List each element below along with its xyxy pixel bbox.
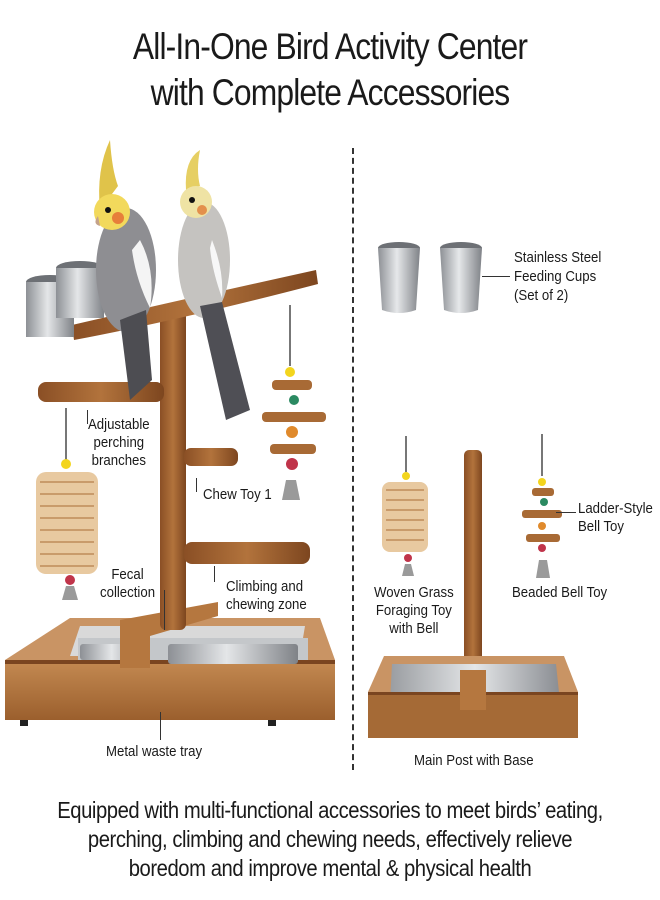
bird-activity-center-illustration	[5, 140, 335, 726]
climbing-branch	[184, 542, 310, 564]
main-post-with-base-illustration	[368, 434, 578, 738]
footer-description: Equipped with multi-functional accessori…	[57, 797, 603, 881]
base-tray	[5, 618, 335, 726]
label-beaded-bell-toy: Beaded Bell Toy	[512, 584, 608, 601]
cockatiel-bird-left	[94, 140, 156, 400]
label-metal-waste-tray: Metal waste tray	[106, 743, 203, 760]
leader-climbing	[214, 566, 215, 582]
section-divider	[352, 148, 355, 770]
leader-cups	[482, 276, 510, 277]
title-line-1: All-In-One Bird Activity Center	[132, 26, 528, 67]
leader-metal-tray	[160, 712, 161, 740]
cockatiel-bird-right	[178, 150, 250, 420]
label-main-post-base: Main Post with Base	[414, 752, 534, 769]
leader-adjustable	[87, 410, 88, 424]
label-adjustable-perching: Adjustable perching branches	[88, 416, 150, 469]
page-title: All-In-One Bird Activity Center with Com…	[46, 24, 614, 116]
chew-toy-branch	[184, 448, 238, 466]
leader-chew-toy	[196, 478, 197, 492]
ladder-style-bell-toy	[522, 434, 562, 578]
label-woven-grass-toy: Woven Grass Foraging Toy with Bell	[374, 584, 454, 637]
woven-grass-toy	[36, 408, 98, 600]
feeding-cups	[26, 261, 104, 337]
label-climbing-zone: Climbing and chewing zone	[226, 578, 307, 613]
label-chew-toy: Chew Toy 1	[203, 486, 272, 503]
title-line-2: with Complete Accessories	[150, 72, 511, 113]
fecal-collection-board	[120, 602, 218, 668]
leader-ladder	[556, 512, 576, 513]
label-fecal-collection: Fecal collection	[100, 566, 156, 601]
leader-fecal	[164, 590, 165, 630]
woven-grass-foraging-toy	[382, 436, 428, 576]
label-feeding-cups: Stainless Steel Feeding Cups (Set of 2)	[514, 249, 602, 304]
label-ladder-bell-toy: Ladder-Style Bell Toy	[578, 500, 653, 535]
beaded-bell-toy	[262, 305, 326, 500]
feeding-cups-illustration	[378, 242, 482, 313]
main-post	[160, 310, 186, 630]
main-post-right	[464, 450, 482, 710]
